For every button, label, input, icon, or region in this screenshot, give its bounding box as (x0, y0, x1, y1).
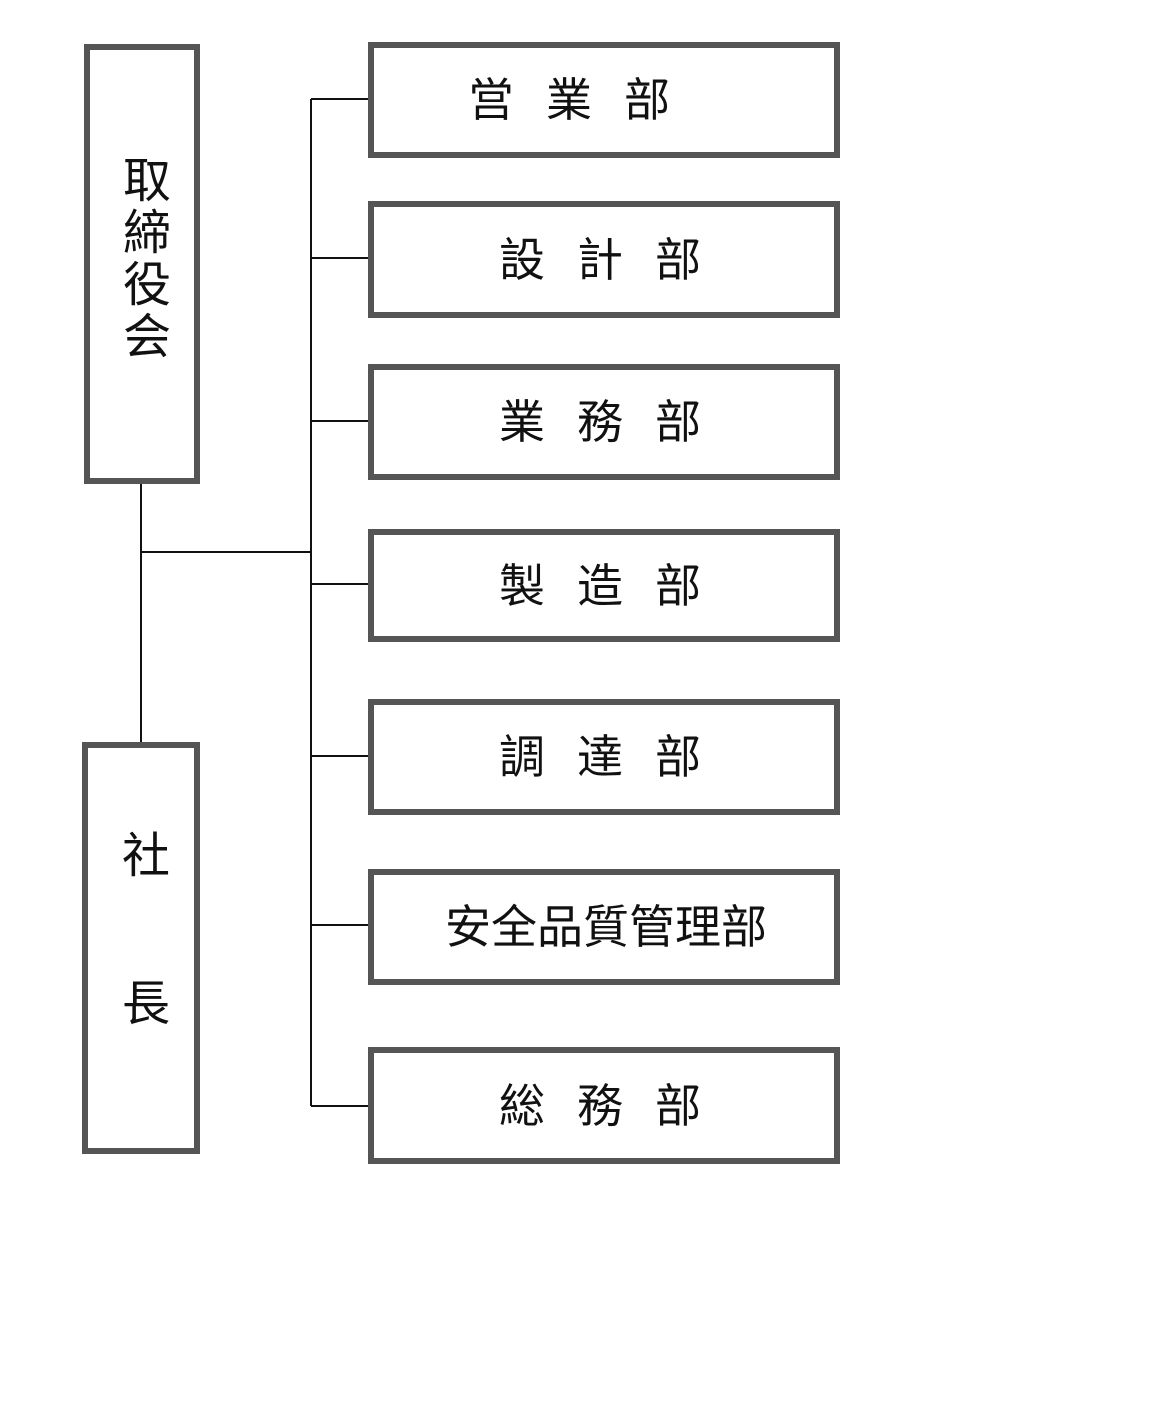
department-general-affairs-box: 総務部 (368, 1047, 840, 1164)
department-label: 営業部 (468, 73, 702, 127)
department-procurement-box: 調達部 (368, 699, 840, 815)
department-sales-box: 営業部 (368, 42, 840, 158)
department-label: 業務部 (499, 395, 733, 449)
department-label: 安全品質管理部 (445, 900, 767, 954)
department-label: 調達部 (499, 730, 733, 784)
department-label: 総務部 (499, 1078, 733, 1133)
department-design-box: 設計部 (368, 201, 840, 318)
department-quality-box: 安全品質管理部 (368, 869, 840, 985)
board-box: 取締役会 (84, 44, 200, 484)
department-operations-box: 業務部 (368, 364, 840, 480)
department-manufacturing-box: 製造部 (368, 529, 840, 642)
board-label: 取締役会 (114, 155, 170, 363)
president-label: 社長 (113, 830, 169, 1126)
president-box: 社長 (82, 742, 200, 1154)
department-label: 製造部 (499, 558, 733, 613)
department-label: 設計部 (499, 232, 733, 287)
